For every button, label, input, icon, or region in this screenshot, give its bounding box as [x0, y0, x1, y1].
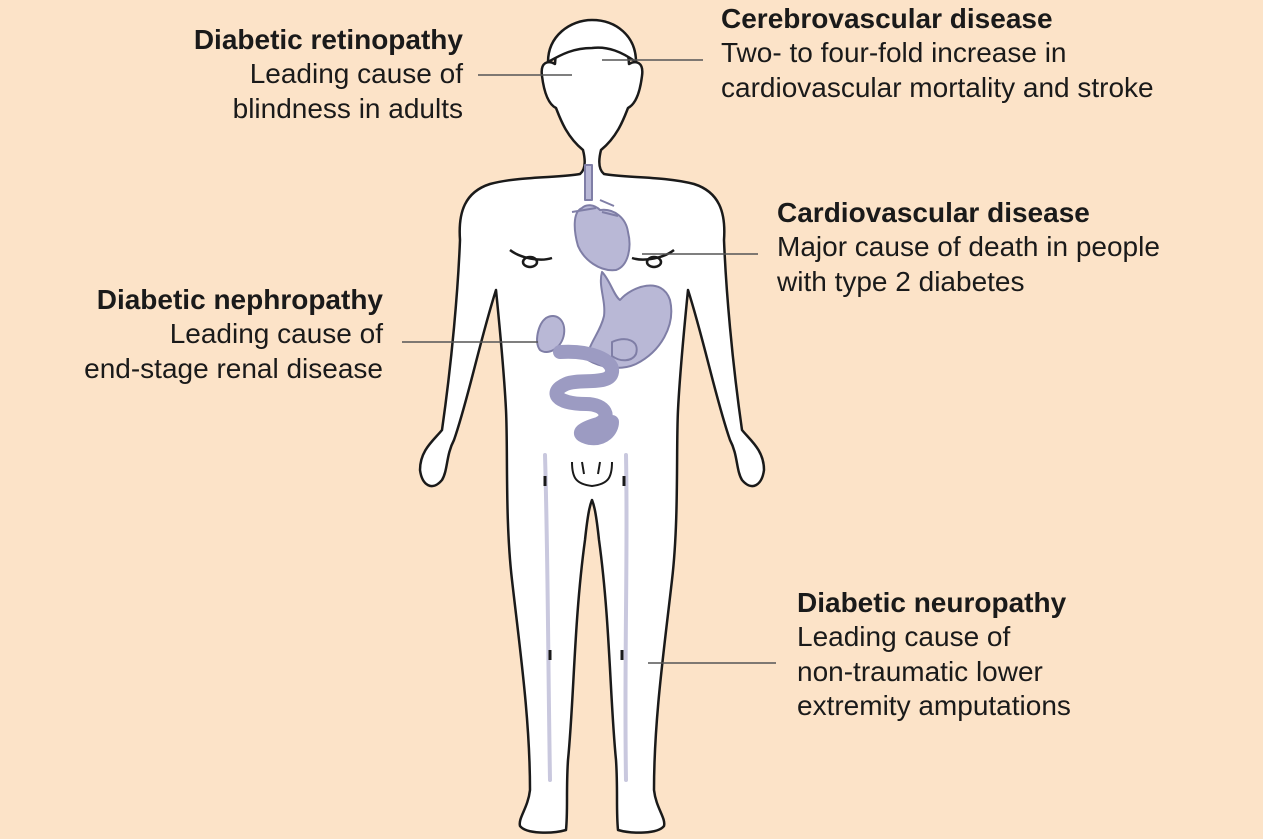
callout-text: end-stage renal disease	[84, 352, 383, 386]
callout-text: Two- to four-fold increase in	[721, 36, 1154, 70]
callout-cerebrovascular-disease: Cerebrovascular disease Two- to four-fol…	[721, 2, 1154, 105]
aorta	[585, 165, 592, 200]
callout-diabetic-nephropathy: Diabetic nephropathy Leading cause of en…	[84, 283, 383, 386]
callout-title: Diabetic retinopathy	[194, 23, 463, 57]
callout-diabetic-neuropathy: Diabetic neuropathy Leading cause of non…	[797, 586, 1071, 724]
callout-title: Cardiovascular disease	[777, 196, 1160, 230]
pancreas	[612, 339, 637, 360]
callout-cardiovascular-disease: Cardiovascular disease Major cause of de…	[777, 196, 1160, 299]
callout-text: Leading cause of	[194, 57, 463, 91]
callout-title: Diabetic nephropathy	[84, 283, 383, 317]
callout-title: Cerebrovascular disease	[721, 2, 1154, 36]
callout-text: Leading cause of	[84, 317, 383, 351]
callout-title: Diabetic neuropathy	[797, 586, 1071, 620]
callout-text: extremity amputations	[797, 689, 1071, 723]
callout-text: non-traumatic lower	[797, 655, 1071, 689]
callout-text: with type 2 diabetes	[777, 265, 1160, 299]
callout-diabetic-retinopathy: Diabetic retinopathy Leading cause of bl…	[194, 23, 463, 126]
callout-text: cardiovascular mortality and stroke	[721, 71, 1154, 105]
callout-text: Leading cause of	[797, 620, 1071, 654]
callout-text: blindness in adults	[194, 92, 463, 126]
callout-text: Major cause of death in people	[777, 230, 1160, 264]
